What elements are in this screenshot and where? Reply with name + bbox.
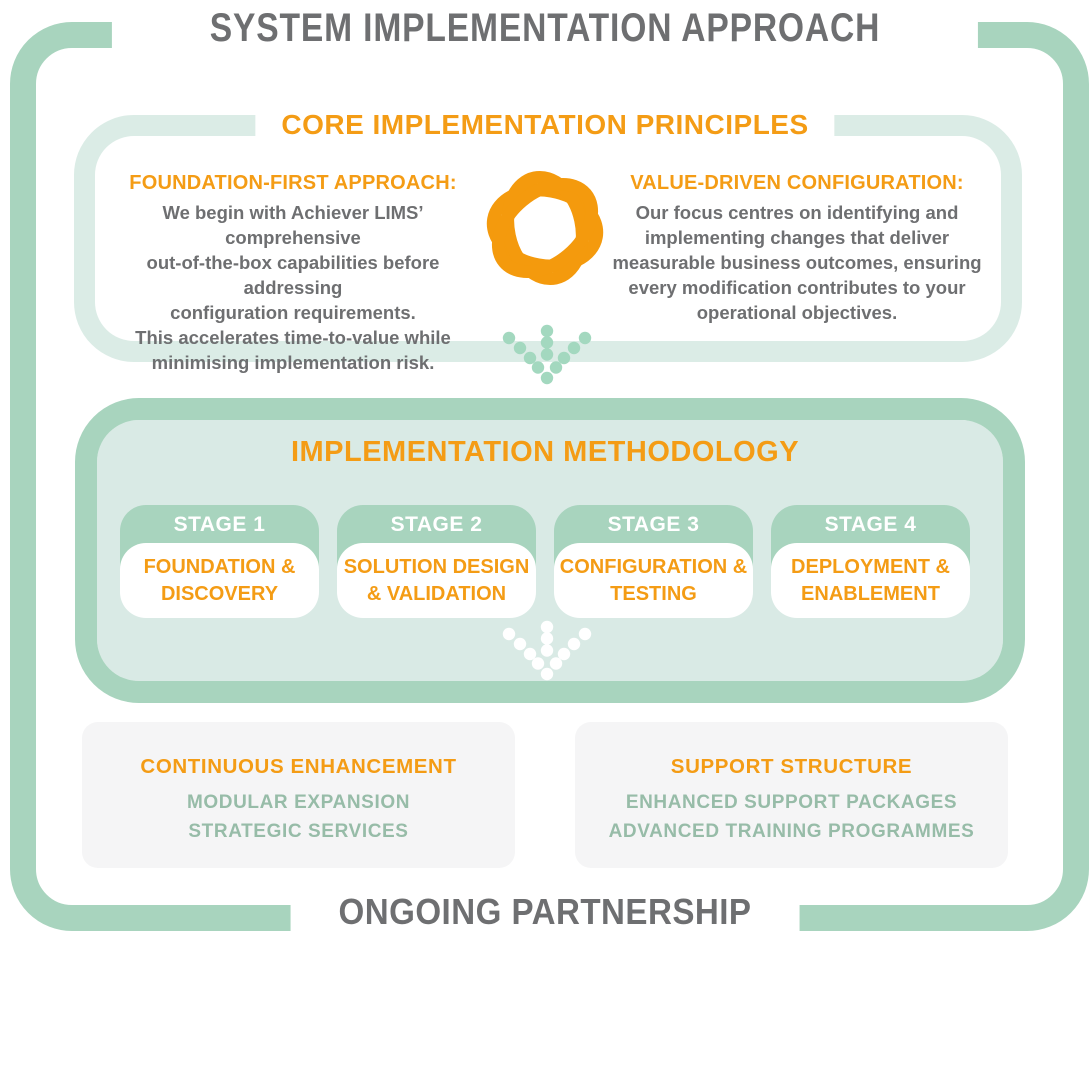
support-structure-item-1: ENHANCED SUPPORT PACKAGES [625, 792, 958, 813]
stage-card-3: STAGE 3 CONFIGURATION & TESTING [554, 505, 753, 618]
dotted-arrow-down-icon [501, 620, 593, 687]
page-title-text: SYSTEM IMPLEMENTATION APPROACH [209, 6, 881, 50]
page-title: SYSTEM IMPLEMENTATION APPROACH [111, 2, 979, 54]
stage-1-name: FOUNDATION & DISCOVERY [120, 543, 319, 618]
support-structure-box: SUPPORT STRUCTURE ENHANCED SUPPORT PACKA… [575, 722, 1008, 868]
foundation-first-column: FOUNDATION-FIRST APPROACH: We begin with… [106, 172, 480, 375]
stage-3-name: CONFIGURATION & TESTING [554, 543, 753, 618]
continuous-enhancement-item-1: MODULAR EXPANSION [186, 792, 411, 813]
stage-card-2: STAGE 2 SOLUTION DESIGN & VALIDATION [337, 505, 536, 618]
orange-knot-icon [481, 164, 609, 297]
value-driven-heading: VALUE-DRIVEN CONFIGURATION: [630, 172, 964, 194]
continuous-enhancement-item-2: STRATEGIC SERVICES [188, 821, 409, 842]
support-structure-heading: SUPPORT STRUCTURE [670, 755, 913, 778]
footer-title: ONGOING PARTNERSHIP [290, 888, 800, 936]
footer-title-text: ONGOING PARTNERSHIP [338, 891, 752, 932]
foundation-first-heading: FOUNDATION-FIRST APPROACH: [129, 172, 457, 194]
stage-card-1: STAGE 1 FOUNDATION & DISCOVERY [120, 505, 319, 618]
stage-card-4: STAGE 4 DEPLOYMENT & ENABLEMENT [771, 505, 970, 618]
stages-row: STAGE 1 FOUNDATION & DISCOVERY STAGE 2 S… [120, 505, 970, 618]
core-principles-title: CORE IMPLEMENTATION PRINCIPLES [255, 104, 835, 146]
dotted-arrow-down-icon [501, 324, 593, 391]
methodology-title: IMPLEMENTATION METHODOLOGY [290, 436, 800, 468]
continuous-enhancement-heading: CONTINUOUS ENHANCEMENT [140, 755, 457, 778]
stage-4-name: DEPLOYMENT & ENABLEMENT [771, 543, 970, 618]
foundation-first-body: We begin with Achiever LIMS’ comprehensi… [135, 202, 451, 373]
support-structure-item-2: ADVANCED TRAINING PROGRAMMES [608, 821, 975, 842]
value-driven-column: VALUE-DRIVEN CONFIGURATION: Our focus ce… [610, 172, 984, 325]
continuous-enhancement-box: CONTINUOUS ENHANCEMENT MODULAR EXPANSION… [82, 722, 515, 868]
stage-2-name: SOLUTION DESIGN & VALIDATION [337, 543, 536, 618]
value-driven-body: Our focus centres on identifying and imp… [612, 202, 982, 323]
